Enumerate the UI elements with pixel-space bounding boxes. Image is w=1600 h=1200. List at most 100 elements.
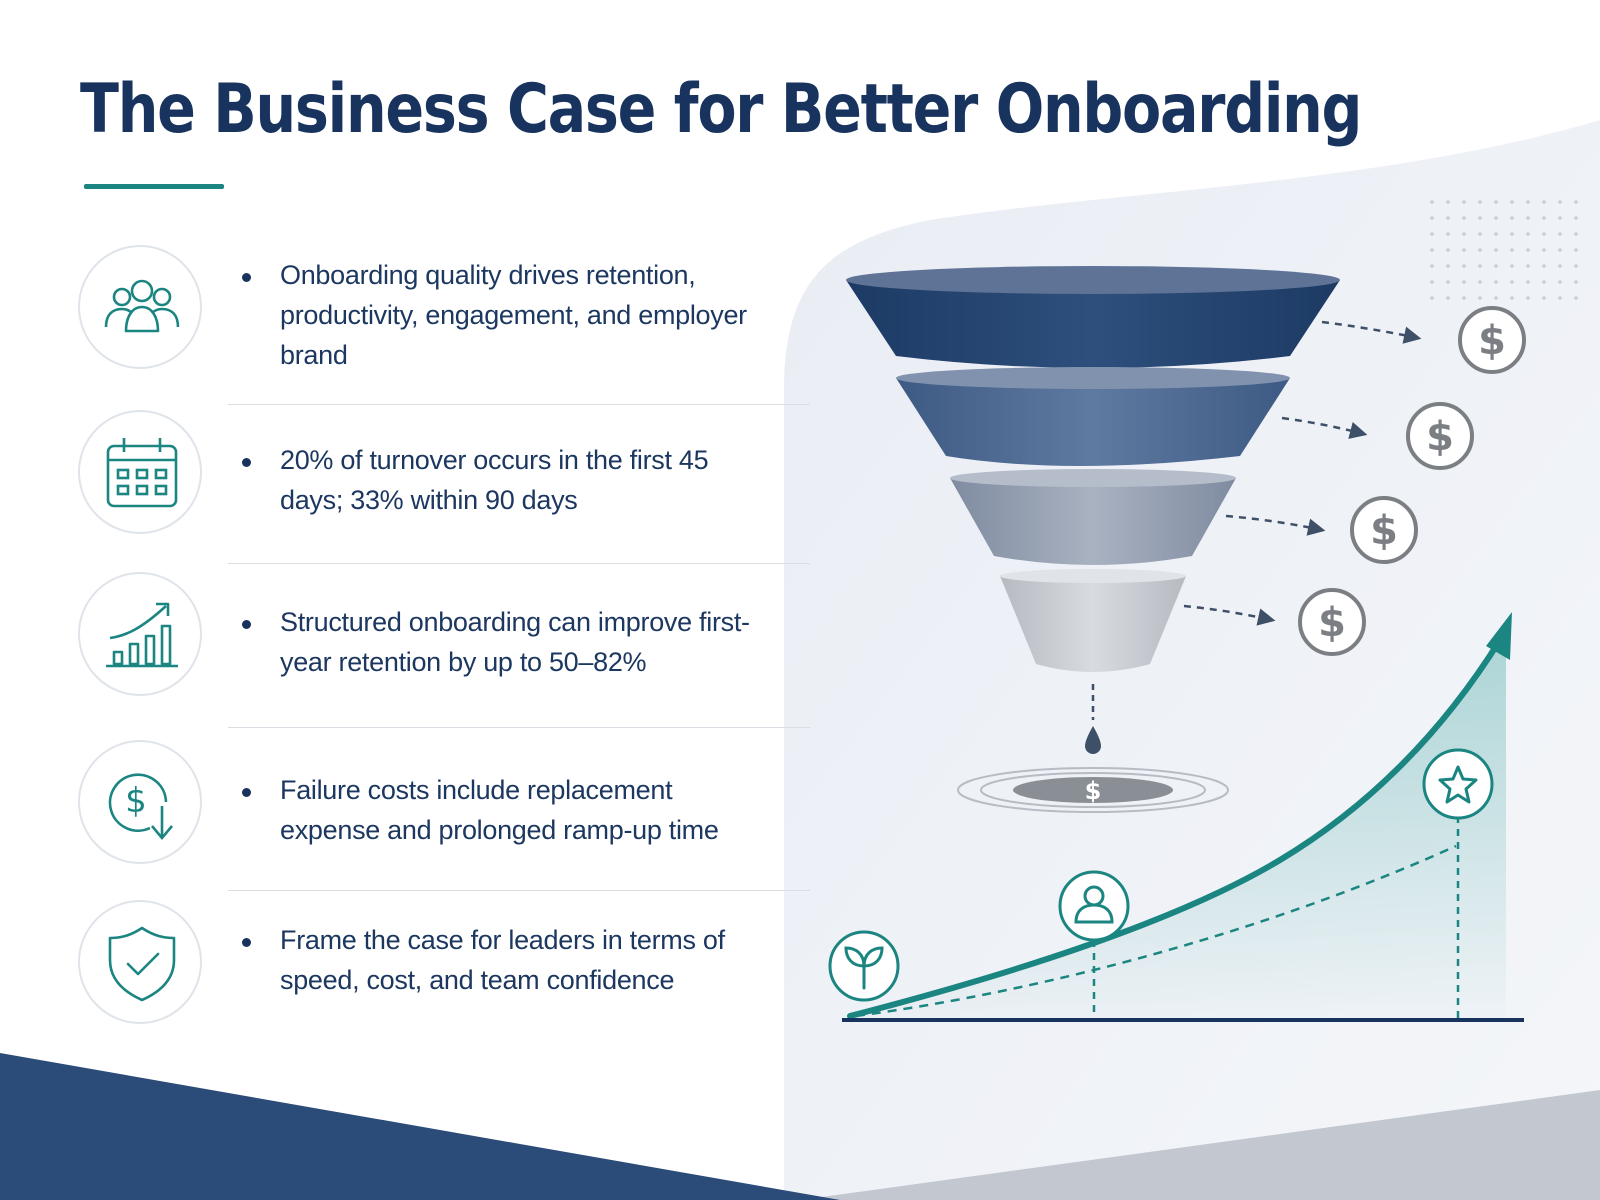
grid-dot <box>1478 280 1482 284</box>
svg-text:$: $ <box>1478 318 1506 364</box>
point-text: Frame the case for leaders in terms of s… <box>280 925 725 995</box>
grid-dot <box>1542 200 1546 204</box>
point-icon-badge <box>78 572 202 696</box>
grid-dot <box>1494 200 1498 204</box>
milestone-person <box>1058 870 1130 942</box>
point-onboarding-quality: Onboarding quality drives retention, pro… <box>78 245 747 375</box>
point-structured-retention: Structured onboarding can improve first-… <box>78 572 750 702</box>
svg-text:$: $ <box>125 781 147 821</box>
grid-dot <box>1494 232 1498 236</box>
growth-area <box>856 630 1506 1020</box>
grid-dot <box>1526 200 1530 204</box>
dollar-down-icon: $ <box>108 773 173 841</box>
point-icon-badge: $ <box>78 740 202 864</box>
grid-dot <box>1574 248 1578 252</box>
baseline-trend <box>855 844 1457 1018</box>
star-icon <box>1438 765 1478 804</box>
grid-dot <box>1478 232 1482 236</box>
grid-dot <box>1462 216 1466 220</box>
grid-dot <box>1526 248 1530 252</box>
grid-dot <box>1510 232 1514 236</box>
grid-dot <box>1494 280 1498 284</box>
grid-dot <box>1430 216 1434 220</box>
funnel-drip: $ <box>957 684 1229 813</box>
grid-dot <box>1462 248 1466 252</box>
grid-dot <box>1558 280 1562 284</box>
grid-dot <box>1478 264 1482 268</box>
grid-dot <box>1558 200 1562 204</box>
grid-dot <box>1542 280 1546 284</box>
divider <box>228 563 810 564</box>
grid-dot <box>1510 264 1514 268</box>
divider <box>228 890 810 891</box>
grid-dot <box>1558 248 1562 252</box>
grid-dot <box>1446 248 1450 252</box>
grid-dot <box>1462 232 1466 236</box>
point-frame-for-leaders: Frame the case for leaders in terms of s… <box>78 900 738 1030</box>
grid-dot <box>1542 296 1546 300</box>
funnel-tier-3 <box>950 478 1236 565</box>
svg-text:$: $ <box>1318 600 1346 646</box>
grid-dot <box>1430 264 1434 268</box>
bottom-navy-band <box>0 1053 840 1200</box>
calendar-icon <box>106 438 178 508</box>
grid-dot <box>1526 280 1530 284</box>
grid-dot <box>1526 296 1530 300</box>
divider <box>228 404 810 405</box>
grid-dot <box>1542 248 1546 252</box>
growth-line <box>847 637 1503 1019</box>
funnel <box>846 266 1340 672</box>
grid-dot <box>1430 296 1434 300</box>
dollar-coin-icon: $ <box>1458 306 1526 374</box>
grid-dot <box>1574 296 1578 300</box>
grid-dot <box>1446 280 1450 284</box>
grid-dot <box>1574 200 1578 204</box>
key-points-list: Onboarding quality drives retention, pro… <box>78 0 810 1200</box>
funnel-tier-1-rim <box>846 266 1340 294</box>
leak-arrow-3 <box>1225 514 1326 536</box>
divider <box>228 727 810 728</box>
grid-dot <box>1494 264 1498 268</box>
bullet <box>242 938 251 947</box>
grid-dot <box>1526 216 1530 220</box>
milestone-star <box>1422 748 1494 820</box>
leak-arrow-1 <box>1321 320 1422 344</box>
funnel-tier-4 <box>1000 576 1186 672</box>
point-failure-costs: $ Failure costs include replacement expe… <box>78 740 738 870</box>
dollar-coin-icon: $ <box>1298 588 1366 656</box>
page-title: The Business Case for Better Onboarding <box>80 70 1362 149</box>
point-text: 20% of turnover occurs in the first 45 d… <box>280 445 709 515</box>
svg-text:$: $ <box>1426 414 1454 460</box>
grid-dot <box>1558 216 1562 220</box>
grid-dot <box>1510 200 1514 204</box>
growth-arrowhead <box>1486 612 1512 660</box>
grid-dot <box>1478 296 1482 300</box>
point-text: Onboarding quality drives retention, pro… <box>280 260 747 370</box>
grid-dot <box>1494 296 1498 300</box>
grid-dot <box>1462 296 1466 300</box>
cash-puddle <box>1013 777 1173 803</box>
grid-dot <box>1446 216 1450 220</box>
dot-grid-decoration <box>1430 200 1578 300</box>
growth-curve <box>828 612 1524 1022</box>
dollar-coin-icon: $ <box>1406 402 1474 470</box>
grid-dot <box>1574 232 1578 236</box>
grid-dot <box>1542 216 1546 220</box>
lost-coins: $ $ $ $ <box>1298 306 1526 656</box>
grid-dot <box>1446 296 1450 300</box>
grid-dot <box>1462 200 1466 204</box>
bullet <box>242 458 251 467</box>
grid-dot <box>1510 248 1514 252</box>
grid-dot <box>1558 296 1562 300</box>
grid-dot <box>1478 248 1482 252</box>
grid-dot <box>1510 216 1514 220</box>
grid-dot <box>1430 248 1434 252</box>
svg-text:$: $ <box>1085 777 1102 805</box>
growth-chart-icon <box>106 602 178 668</box>
grid-dot <box>1430 232 1434 236</box>
grid-dot <box>1446 200 1450 204</box>
grid-dot <box>1558 232 1562 236</box>
point-text: Structured onboarding can improve first-… <box>280 607 750 677</box>
grid-dot <box>1526 264 1530 268</box>
